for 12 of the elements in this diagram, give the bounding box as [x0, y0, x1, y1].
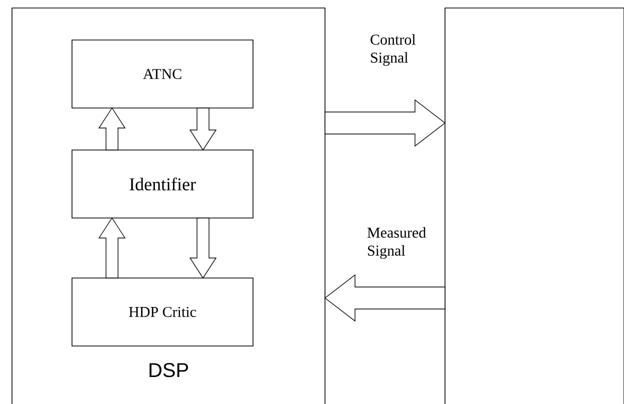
edge-label: Control Signal [370, 34, 416, 66]
block-arrow [98, 107, 126, 150]
block-arrow [189, 108, 217, 151]
simulator-box [444, 8, 624, 404]
process-box: ATNC [72, 40, 254, 108]
block-arrow [324, 274, 446, 322]
block-arrow [98, 217, 126, 278]
edge-label: Measured Signal [367, 227, 426, 259]
block-arrow [189, 218, 217, 279]
process-box: Identifier [72, 150, 254, 218]
process-box: HDP Critic [72, 278, 254, 346]
block-arrow [324, 99, 446, 147]
